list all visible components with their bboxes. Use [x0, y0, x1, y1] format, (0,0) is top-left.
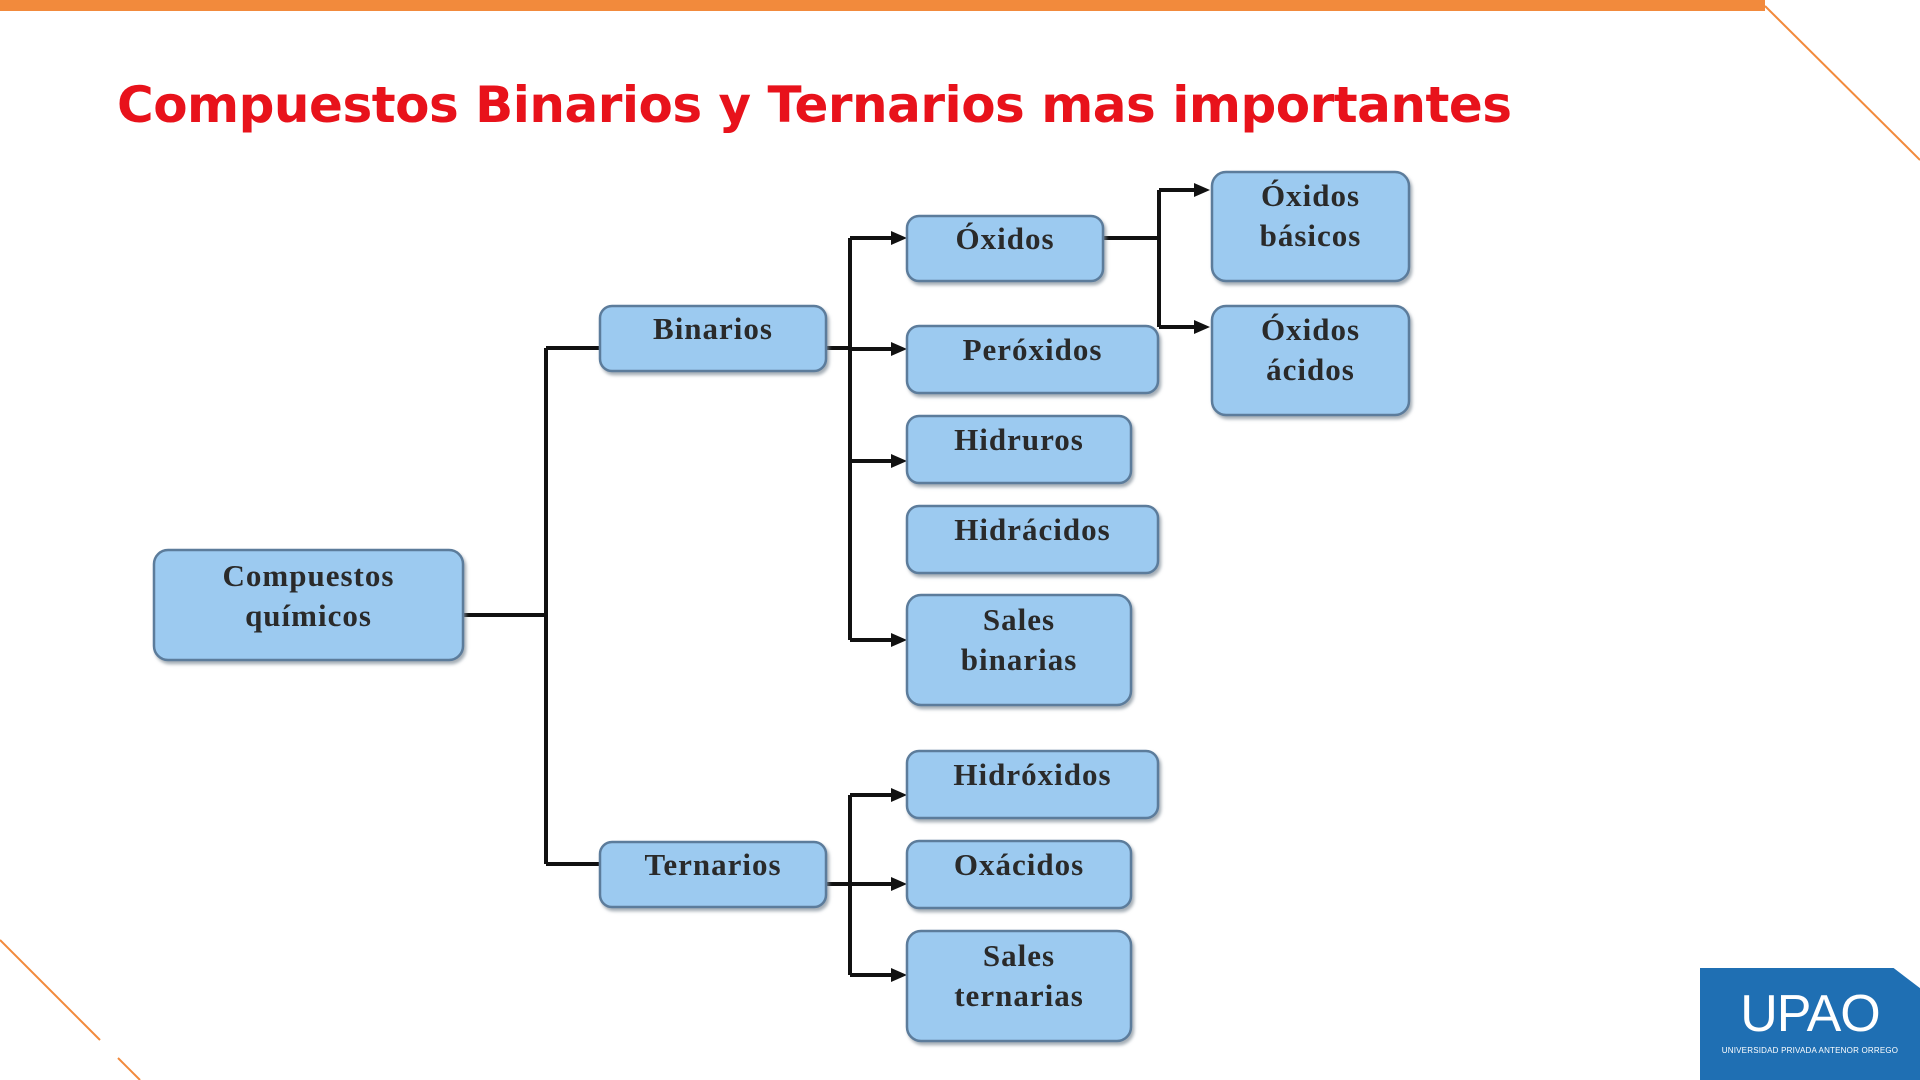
svg-text:Hidruros: Hidruros: [954, 422, 1084, 457]
node-label-line: Hidróxidos: [953, 757, 1111, 792]
node-compuestos-quimicos: Compuestos químicos: [152, 548, 465, 662]
node-label-line: Óxidos: [1261, 178, 1360, 213]
slide-title: Compuestos Binarios y Ternarios mas impo…: [117, 76, 1512, 134]
node-hidracidos: Hidrácidos: [905, 504, 1160, 575]
node-oxacidos: Oxácidos: [905, 839, 1133, 910]
node-label-line: ternarias: [954, 978, 1084, 1013]
node-label-line: Óxidos: [1261, 312, 1360, 347]
node-oxidos-acidos: Óxidos ácidos: [1210, 304, 1411, 417]
arrow-head: [891, 788, 907, 802]
node-hidruros: Hidruros: [905, 414, 1133, 485]
arrow-head: [891, 968, 907, 982]
svg-text:Oxácidos: Oxácidos: [954, 847, 1084, 882]
node-sales-ternarias: Sales ternarias: [905, 929, 1133, 1043]
arrow-head: [891, 877, 907, 891]
node-oxidos: Óxidos: [905, 214, 1105, 283]
svg-text:Hidróxidos: Hidróxidos: [953, 757, 1111, 792]
connectors: [463, 183, 1210, 982]
svg-text:Binarios: Binarios: [653, 311, 773, 346]
node-label-line: ácidos: [1266, 352, 1355, 387]
node-label-line: Peróxidos: [963, 332, 1103, 367]
logo-subtitle: UNIVERSIDAD PRIVADA ANTENOR ORREGO: [1721, 1046, 1899, 1055]
node-label-line: Compuestos: [223, 558, 395, 593]
node-binarios: Binarios: [598, 304, 828, 373]
node-label-line: Hidruros: [954, 422, 1084, 457]
node-label-line: Óxidos: [955, 221, 1054, 256]
node-label-line: químicos: [245, 598, 372, 633]
node-hidroxidos: Hidróxidos: [905, 749, 1160, 820]
arrow-head: [1194, 183, 1210, 197]
arrow-head: [891, 454, 907, 468]
logo-text: UPAO: [1740, 985, 1881, 1043]
node-label-line: binarias: [961, 642, 1078, 677]
node-label-line: Sales: [983, 602, 1055, 637]
svg-text:Peróxidos: Peróxidos: [963, 332, 1103, 367]
node-label-line: básicos: [1260, 218, 1362, 253]
node-label-line: Hidrácidos: [954, 512, 1110, 547]
node-label-line: Binarios: [653, 311, 773, 346]
arrow-head: [891, 231, 907, 245]
arrow-head: [891, 342, 907, 356]
arrow-head: [891, 633, 907, 647]
top-accent-bar: [0, 0, 1765, 11]
node-label-line: Ternarios: [644, 847, 781, 882]
node-label-line: Sales: [983, 938, 1055, 973]
node-label-line: Oxácidos: [954, 847, 1084, 882]
upao-logo: UPAO UNIVERSIDAD PRIVADA ANTENOR ORREGO: [1700, 968, 1920, 1080]
svg-text:Óxidos: Óxidos: [955, 221, 1054, 256]
svg-text:Hidrácidos: Hidrácidos: [954, 512, 1110, 547]
node-peroxidos: Peróxidos: [905, 324, 1160, 395]
node-oxidos-basicos: Óxidos básicos: [1210, 170, 1411, 283]
svg-text:Ternarios: Ternarios: [644, 847, 781, 882]
node-ternarios: Ternarios: [598, 840, 828, 909]
arrow-head: [1194, 320, 1210, 334]
node-sales-binarias: Sales binarias: [905, 593, 1133, 707]
